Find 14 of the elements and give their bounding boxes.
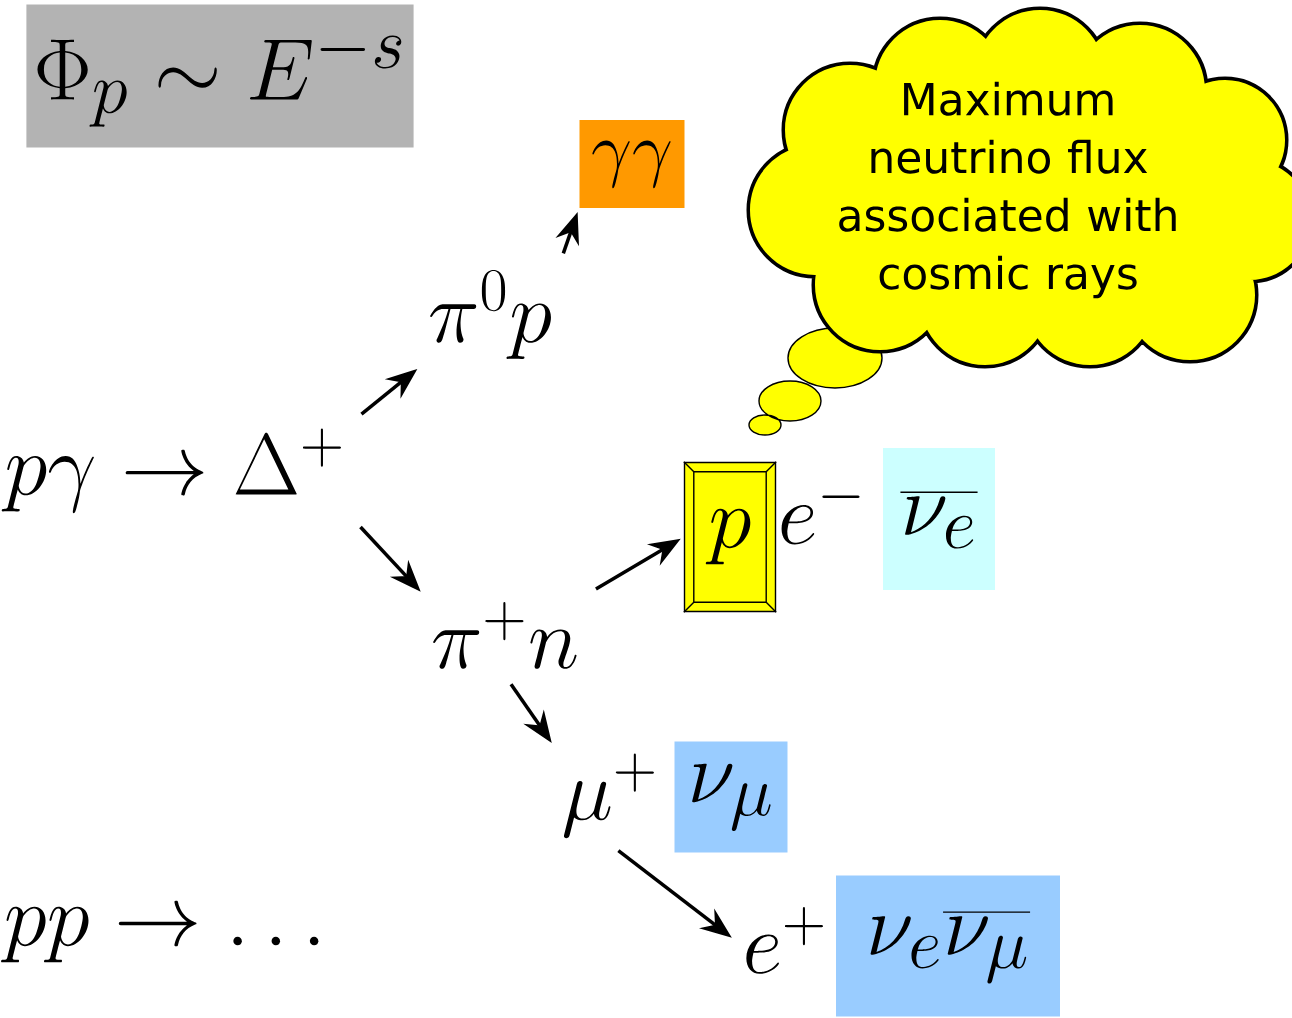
formula-text: $\mu^{+}$ bbox=[563, 753, 654, 839]
formula-box: $\gamma\gamma$ bbox=[579, 120, 685, 208]
formula-text: $e^{+}$ bbox=[746, 907, 823, 974]
formula-box: $\overline{\nu_{e}}$ bbox=[883, 448, 995, 590]
formula-text: $\pi^{+} n$ bbox=[433, 602, 577, 669]
formula-box: $\nu_{\mu}$ bbox=[674, 741, 788, 853]
formula-text: $pp \rightarrow \ldots$ bbox=[1, 900, 319, 963]
formula-text: $p\gamma \rightarrow \Delta^{+}$ bbox=[1, 428, 341, 514]
highlight-box: $p$ bbox=[683, 461, 777, 613]
formula-text: $e^{-}$ bbox=[781, 495, 860, 545]
thought-cloud: Maximum neutrino flux associated with cosmic rays bbox=[746, 6, 1292, 369]
formula-box: $\nu_{e}\overline{\nu_{\mu}}$ bbox=[836, 875, 1060, 1017]
formula-box: $\Phi_{p} \sim E^{-s}$ bbox=[26, 4, 414, 148]
formula-text: $\pi^{0} p$ bbox=[430, 270, 551, 359]
